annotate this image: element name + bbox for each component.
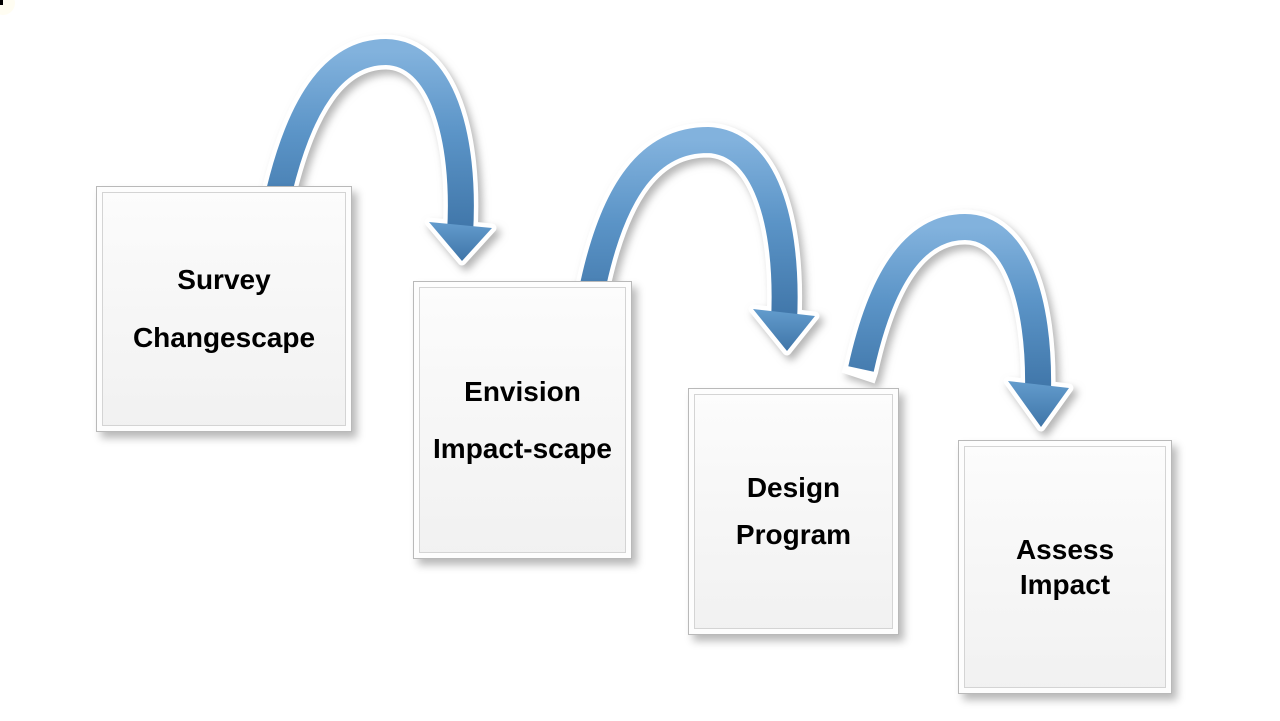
step-label-line1: Survey [177,264,271,295]
step-box-assess-impact: Assess Impact [958,440,1172,694]
corner-dot-artifact [0,0,3,5]
curved-arrow-step2-to-step3-icon [572,122,820,356]
step-label-line1: Assess [1015,533,1115,565]
step-label-line2: Program [735,519,852,550]
step-label: Envision Impact-scape [433,376,612,465]
step-label: Design Program [736,472,851,551]
corner-halo-artifact [0,0,15,15]
step-label: Assess Impact [1016,534,1114,601]
step-label-line1: Design [746,472,841,503]
step-box-survey-changescape: Survey Changescape [96,186,352,432]
step-label: Survey Changescape [133,264,315,354]
step-box-envision-impact-scape: Envision Impact-scape [413,281,632,559]
step-box-design-program: Design Program [688,388,899,635]
step-label-line2: Impact-scape [433,432,612,464]
step-label-line2: Changescape [132,322,316,353]
step-label-line1: Envision [464,375,581,407]
step-label-line2: Impact [1019,568,1111,600]
curved-arrow-step3-to-step4-icon [841,209,1074,432]
curved-arrow-step1-to-step2-icon [258,34,497,266]
